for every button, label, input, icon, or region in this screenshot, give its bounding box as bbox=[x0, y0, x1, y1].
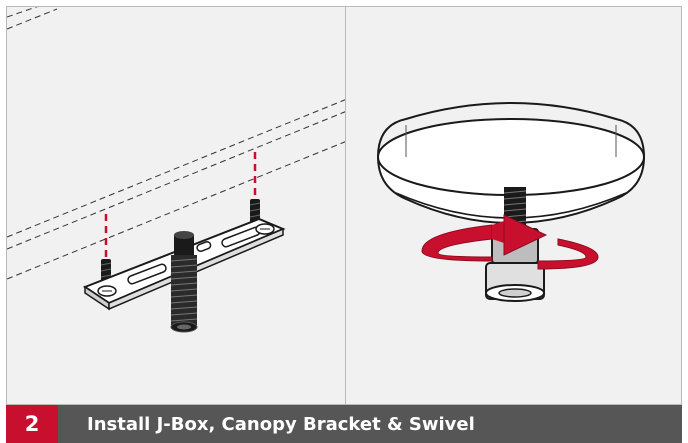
step-title: Install J-Box, Canopy Bracket & Swivel bbox=[87, 413, 475, 435]
bracket-illustration bbox=[7, 7, 345, 333]
illustration-panel-bracket bbox=[6, 6, 346, 405]
rotate-arrow-icon bbox=[421, 214, 599, 270]
threaded-nipple-icon bbox=[170, 231, 198, 333]
swivel-illustration bbox=[376, 102, 646, 302]
step-footer: 2 Install J-Box, Canopy Bracket & Swivel bbox=[6, 405, 682, 443]
illustration-panel-swivel bbox=[345, 6, 682, 405]
ceiling-icon bbox=[7, 7, 345, 280]
step-number-badge: 2 bbox=[6, 405, 58, 443]
